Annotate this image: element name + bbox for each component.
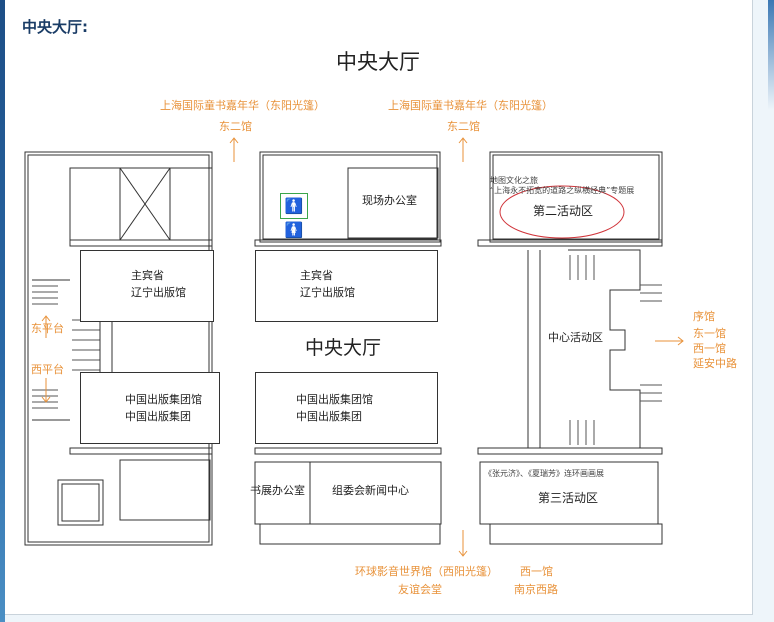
left-frame-bar xyxy=(0,0,5,622)
bottom-right-label-1: 西一馆 xyxy=(520,565,553,578)
center-hall-label: 中央大厅 xyxy=(305,337,382,359)
room-label: 中国出版集团馆 xyxy=(296,393,373,406)
area2-note-1: 地图文化之旅 xyxy=(490,176,538,185)
bottom-left-label-2: 友谊会堂 xyxy=(398,583,442,596)
area2-label: 第二活动区 xyxy=(533,204,594,218)
bottom-right-label-2: 南京西路 xyxy=(514,583,558,596)
center-area-label: 中心活动区 xyxy=(548,331,603,344)
top-right-label: 上海国际童书嘉年华（东阳光篷） xyxy=(388,99,553,112)
room-label: 主宾省 xyxy=(300,269,333,282)
room-guest-left: 主宾省 辽宁出版馆 xyxy=(80,250,214,322)
restroom-icon: 🚹🚺 xyxy=(280,193,308,239)
room-label: 中国出版集团 xyxy=(296,410,362,423)
area3-note: 《张元济》、《夏瑞芳》连环画画展 xyxy=(484,469,604,478)
top-left-hall: 东二馆 xyxy=(219,120,252,133)
area3-label: 第三活动区 xyxy=(538,491,599,505)
right-frame-bar xyxy=(768,0,774,110)
right-label-4: 延安中路 xyxy=(693,357,737,370)
top-right-hall: 东二馆 xyxy=(447,120,480,133)
room-guest-mid: 主宾省 辽宁出版馆 xyxy=(255,250,438,322)
room-cpg-mid: 中国出版集团馆 中国出版集团 xyxy=(255,372,438,444)
room-label: 辽宁出版馆 xyxy=(131,286,186,299)
room-label: 中国出版集团 xyxy=(125,410,191,423)
fair-office: 书展办公室 xyxy=(250,484,305,497)
room-label: 辽宁出版馆 xyxy=(300,286,355,299)
top-left-label: 上海国际童书嘉年华（东阳光篷） xyxy=(160,99,325,112)
room-cpg-left: 中国出版集团馆 中国出版集团 xyxy=(80,372,220,444)
room-label: 中国出版集团馆 xyxy=(125,393,202,406)
east-platform: 东平台 xyxy=(31,322,64,335)
site-office: 现场办公室 xyxy=(362,194,417,207)
press-center: 组委会新闻中心 xyxy=(332,484,409,497)
section-heading: 中央大厅: xyxy=(22,18,88,36)
plan-title: 中央大厅 xyxy=(336,50,420,74)
west-platform: 西平台 xyxy=(31,363,64,376)
area2-note-2: “上海永不拓宽的道路之纵横经典”专题展 xyxy=(490,186,635,195)
right-label-3: 西一馆 xyxy=(693,342,726,355)
area2-highlight xyxy=(499,185,625,239)
right-label-2: 东一馆 xyxy=(693,327,726,340)
bottom-left-label-1: 环球影音世界馆（西阳光篷） xyxy=(355,565,498,578)
right-label-1: 序馆 xyxy=(693,310,715,323)
room-label: 主宾省 xyxy=(131,269,164,282)
